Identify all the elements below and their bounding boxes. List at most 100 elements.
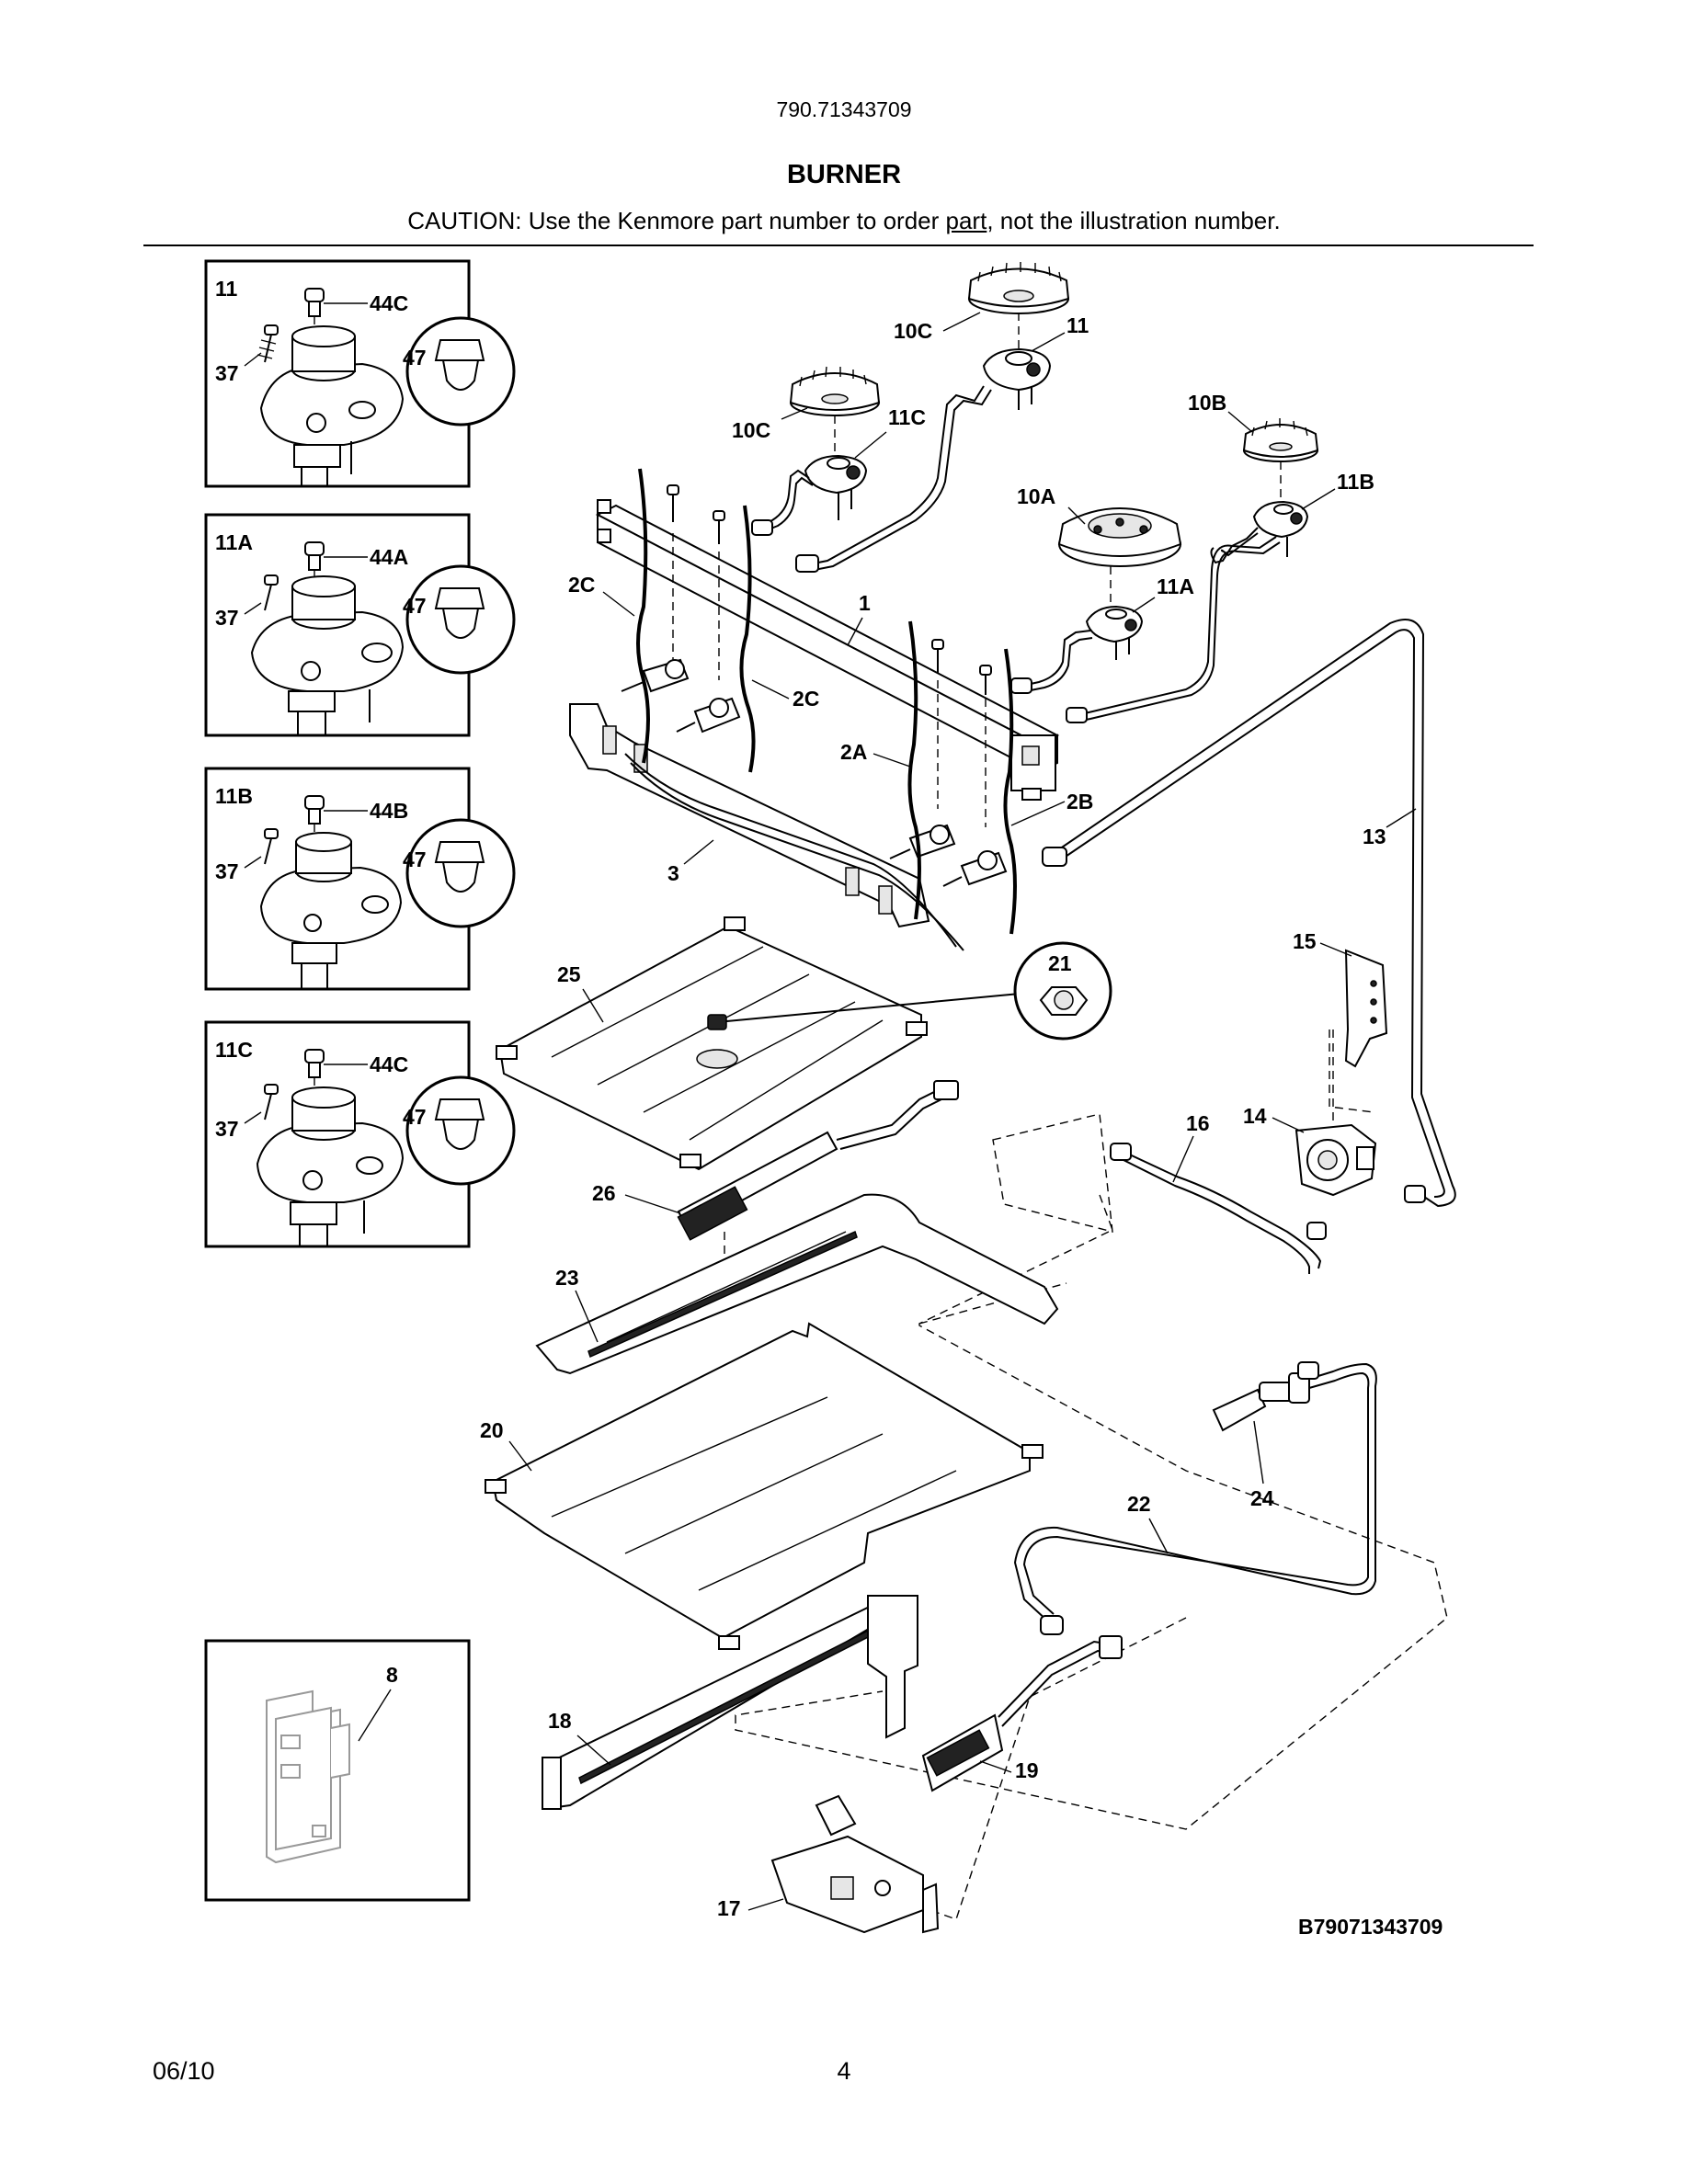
page-number: 4 — [837, 2057, 851, 2085]
burner-cap-10c-left — [789, 366, 881, 416]
inset-part-8: 8 — [204, 1639, 471, 1902]
gas-fitting-icon — [1110, 1143, 1327, 1240]
label-1: 1 — [859, 591, 871, 615]
oven-burner-23 — [535, 1193, 1059, 1375]
label-2c-top: 2C — [568, 573, 595, 597]
inset-title: 11C — [215, 1038, 253, 1062]
label-14: 14 — [1243, 1104, 1267, 1128]
bracket-icon — [266, 1689, 350, 1864]
burner-base-11c — [804, 454, 868, 520]
inset-orifice-label: 47 — [403, 594, 427, 618]
label-10c-left: 10C — [732, 418, 770, 442]
label-11-top: 11 — [1066, 313, 1089, 337]
inset-burner-11c: 11C 44C 37 47 — [204, 1020, 516, 1248]
label-17: 17 — [717, 1896, 741, 1920]
screw-icon — [931, 639, 944, 673]
label-10c-top: 10C — [894, 319, 932, 343]
safety-valve-17 — [770, 1794, 940, 1934]
screw-icon — [304, 288, 325, 317]
inset-burner-11a: 11A 44A 37 47 — [204, 513, 516, 737]
gas-fitting-icon — [1010, 677, 1032, 694]
screw-icon — [264, 828, 279, 865]
inset-screw-label: 44B — [370, 799, 408, 823]
inset-fastener-label: 37 — [215, 859, 239, 883]
caution-part-link[interactable]: part — [945, 207, 987, 234]
bracket-15 — [1344, 949, 1388, 1068]
inset-burner-11: 11 44C 37 47 — [204, 259, 516, 488]
inset-title: 11B — [215, 784, 253, 808]
inset-orifice-label: 47 — [403, 1105, 427, 1129]
valve-icon — [621, 658, 690, 693]
label-18: 18 — [548, 1709, 572, 1733]
screw-icon — [304, 795, 325, 825]
nut-icon — [1039, 986, 1089, 1016]
burner-base-11-top — [982, 347, 1052, 410]
igniter-26 — [677, 1080, 959, 1241]
gas-fitting-icon — [1042, 847, 1426, 1203]
nut-icon — [707, 1014, 727, 1030]
gas-fitting-icon — [751, 519, 773, 536]
screw-icon — [979, 665, 992, 695]
inset-orifice-label: 47 — [403, 847, 427, 871]
burner-base-11a — [1085, 605, 1144, 660]
inset-screw-label: 44C — [370, 1052, 408, 1076]
inset-fastener-label: 37 — [215, 606, 239, 630]
burner-body-icon — [259, 832, 403, 989]
orifice-holder-24 — [1212, 1372, 1310, 1432]
screw-icon — [264, 574, 279, 611]
caution-prefix: CAUTION: Use the Kenmore part number to … — [407, 207, 946, 234]
label-22: 22 — [1127, 1492, 1151, 1516]
label-11b: 11B — [1337, 470, 1374, 494]
label-2b: 2B — [1066, 790, 1093, 813]
gas-fitting-icon — [1040, 1361, 1319, 1635]
broil-burner-18 — [542, 1595, 918, 1810]
igniter-19 — [921, 1635, 1123, 1792]
inset-8-label: 8 — [386, 1663, 398, 1687]
label-20: 20 — [480, 1418, 504, 1442]
label-11c: 11C — [888, 405, 926, 429]
screw-icon — [304, 1049, 325, 1078]
page-title: BURNER — [786, 160, 902, 189]
burner-body-icon — [259, 325, 405, 486]
manifold-bracket — [569, 703, 930, 928]
inset-title: 11 — [215, 277, 238, 301]
gas-fitting-icon — [795, 554, 819, 573]
inset-burner-11b: 11B 44B 37 47 — [204, 767, 516, 991]
label-10a: 10A — [1017, 484, 1055, 508]
label-26: 26 — [592, 1181, 616, 1205]
burner-body-icon — [250, 575, 405, 735]
inset-screw-label: 44C — [370, 291, 408, 315]
valve-icon — [942, 850, 1008, 887]
screw-icon — [304, 541, 325, 571]
label-24: 24 — [1250, 1486, 1274, 1510]
inset-screw-label: 44A — [370, 545, 408, 569]
burner-cap-10c-top — [967, 262, 1070, 314]
burner-base-11b — [1252, 500, 1309, 557]
heat-deflector-25 — [496, 916, 928, 1171]
inset-fastener-label: 37 — [215, 1117, 239, 1141]
label-25: 25 — [557, 962, 581, 986]
pressure-regulator-14 — [1295, 1123, 1377, 1197]
label-15: 15 — [1293, 929, 1317, 953]
gas-fitting-icon — [1066, 707, 1088, 723]
footer-date: 06/10 — [153, 2057, 215, 2085]
inset-fastener-label: 37 — [215, 361, 239, 385]
burner-cap-10b — [1242, 418, 1319, 462]
valve-icon — [676, 697, 741, 734]
valve-icon — [889, 824, 956, 859]
figure-code: B79071343709 — [1298, 1915, 1443, 1939]
header-divider — [143, 245, 1534, 246]
inset-orifice-label: 47 — [403, 346, 427, 370]
label-2c-bottom: 2C — [793, 687, 819, 711]
label-19: 19 — [1015, 1758, 1039, 1782]
model-number: 790.71343709 — [776, 97, 912, 121]
orifice-icon — [434, 339, 485, 391]
screw-icon — [257, 324, 279, 363]
burner-cap-10a — [1057, 507, 1182, 567]
label-3: 3 — [667, 861, 679, 885]
screw-icon — [713, 510, 725, 544]
burner-body-icon — [256, 1086, 405, 1246]
manifold-bar — [595, 499, 1060, 801]
caution-suffix: , not the illustration number. — [987, 207, 1281, 234]
